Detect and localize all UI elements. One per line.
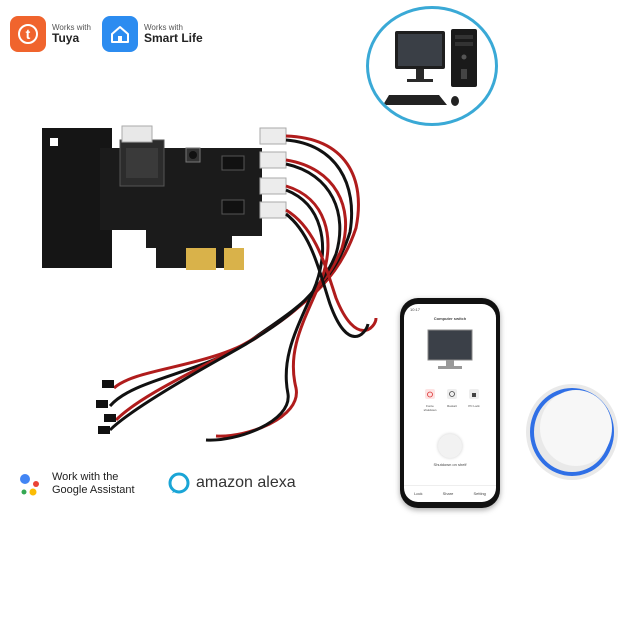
google-assistant-badge: Work with the Google Assistant bbox=[16, 470, 135, 498]
restart-button[interactable]: Restart bbox=[442, 386, 462, 408]
tab-setting[interactable]: Setting bbox=[473, 490, 486, 496]
google-assistant-icon bbox=[20, 474, 39, 496]
google-line-1: Work with the bbox=[52, 470, 119, 483]
pcie-card-illustration bbox=[36, 118, 396, 448]
alexa-badge: amazon alexa bbox=[168, 472, 296, 494]
power-icon bbox=[425, 389, 435, 399]
pc-lock-button[interactable]: PC Lock bbox=[464, 386, 484, 408]
force-shutdown-label: Force shutdown bbox=[423, 404, 437, 412]
smartphone: 10:17 Computer switch Force shutdown Res… bbox=[400, 298, 500, 508]
power-toggle[interactable] bbox=[438, 434, 462, 458]
tab-lock[interactable]: Lock bbox=[414, 490, 423, 496]
tuya-works-with: Works with bbox=[52, 22, 91, 32]
smartlife-badge: Works with Smart Life bbox=[102, 16, 203, 52]
force-shutdown-button[interactable]: Force shutdown bbox=[420, 386, 440, 412]
tuya-logo-icon: t bbox=[10, 16, 46, 52]
status-time: 10:17 bbox=[410, 307, 421, 312]
monitor-icon bbox=[427, 329, 473, 369]
svg-text:t: t bbox=[26, 26, 31, 42]
desktop-computer-icon bbox=[383, 29, 477, 106]
google-line-2: Google Assistant bbox=[52, 484, 135, 496]
power-label: Shutdown on shelf bbox=[433, 462, 467, 467]
screen-title: Computer switch bbox=[433, 316, 467, 321]
computer-illustration bbox=[366, 6, 498, 126]
phone-screen: 10:17 Computer switch Force shutdown Res… bbox=[404, 304, 496, 502]
smartlife-works-with: Works with bbox=[144, 22, 183, 32]
tab-share[interactable]: Share bbox=[442, 490, 454, 496]
smartlife-label: Smart Life bbox=[144, 30, 203, 45]
alexa-icon bbox=[168, 472, 190, 494]
restart-icon bbox=[447, 389, 457, 399]
tab-bar: Lock Share Setting bbox=[404, 485, 496, 500]
tuya-badge: t Works with Tuya bbox=[10, 16, 91, 52]
pc-lock-label: PC Lock bbox=[468, 404, 480, 408]
smart-life-logo-icon bbox=[102, 16, 138, 52]
restart-label: Restart bbox=[447, 404, 457, 408]
wireless-button bbox=[520, 376, 624, 480]
lock-icon bbox=[469, 389, 479, 399]
tuya-label: Tuya bbox=[52, 30, 80, 45]
alexa-label: amazon alexa bbox=[196, 474, 296, 491]
